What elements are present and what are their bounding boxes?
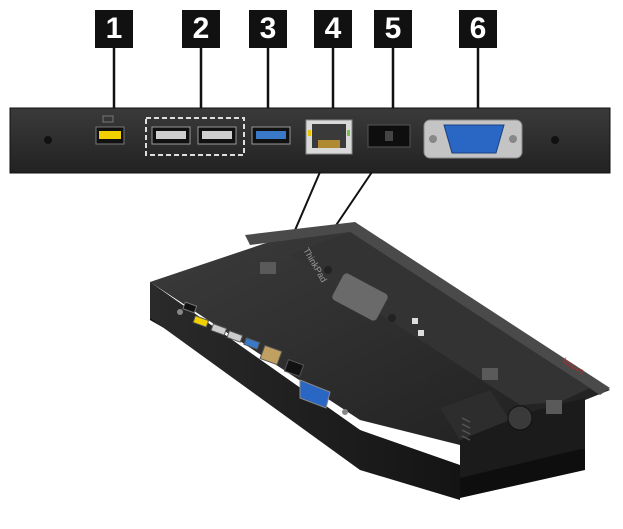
- usb-3-port: [251, 126, 291, 145]
- usb-symbol-icon: [102, 115, 114, 123]
- leader-lines: [112, 48, 480, 118]
- screw-hole-left: [44, 136, 52, 144]
- usb-2-port-right: [197, 126, 237, 145]
- screw-hole-right: [551, 136, 559, 144]
- power-button: [546, 400, 562, 414]
- ethernet-port: [305, 119, 353, 155]
- callout-badge-4: 4: [314, 10, 352, 48]
- ethernet-led-right: [347, 130, 350, 136]
- rear-panel-closeup: [9, 107, 611, 174]
- usb-pair-outline: [145, 117, 245, 156]
- ethernet-led-left: [308, 130, 311, 136]
- callout-badge-1: 1: [95, 10, 133, 48]
- callout-badge-5: 5: [374, 10, 412, 48]
- callout-badge-2: 2: [182, 10, 220, 48]
- docking-station: ThinkPad lenovo: [150, 222, 610, 500]
- usb-always-on-port: [95, 115, 125, 145]
- security-lock-slot: [367, 124, 411, 148]
- callout-badge-3: 3: [249, 10, 287, 48]
- vga-port: [423, 119, 523, 159]
- docking-connector: [332, 273, 388, 321]
- eject-button: [507, 405, 533, 431]
- callout-badge-6: 6: [459, 10, 497, 48]
- usb-2-port-left: [151, 126, 191, 145]
